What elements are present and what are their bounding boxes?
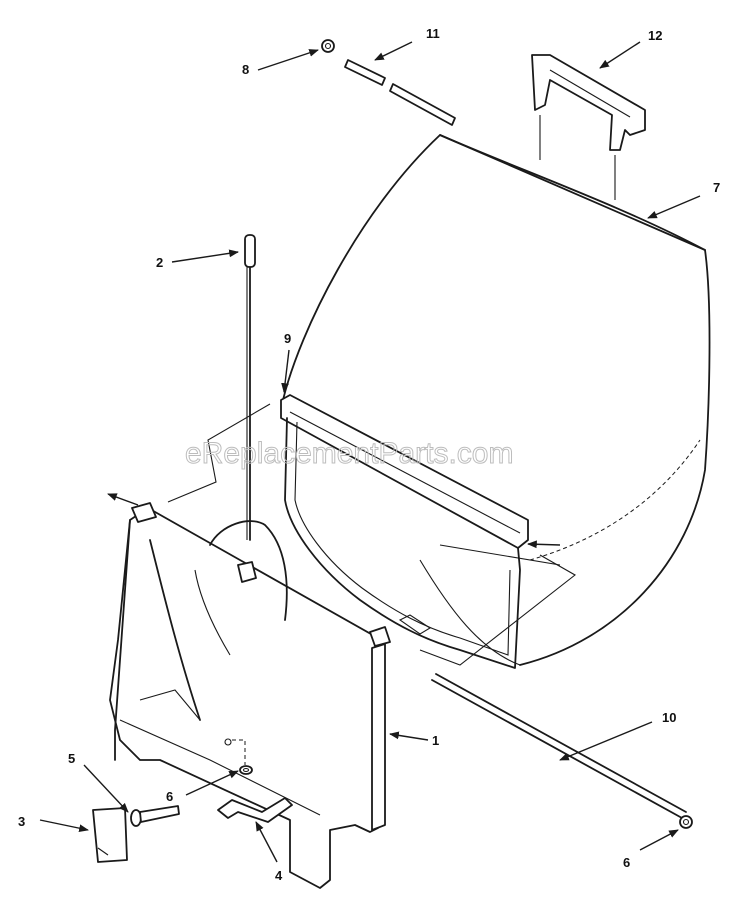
ground-outline [167,403,576,666]
callout-11: 11 [426,26,440,41]
callout-6a: 6 [166,789,173,804]
callout-8: 8 [242,62,249,77]
callout-9: 9 [284,331,291,346]
bag-frame-part-9 [280,394,529,669]
callout-6b: 6 [623,855,630,870]
grass-bag-part-7 [282,134,711,666]
decal-part-3 [92,807,128,863]
callout-12: 12 [648,28,662,43]
washer-part-6b [679,815,693,829]
callout-10: 10 [662,710,676,725]
clip-part-4 [217,797,293,823]
pins-part-11 [344,59,456,126]
bracket-part-12 [531,54,646,200]
callout-7: 7 [713,180,720,195]
callout-5: 5 [68,751,75,766]
callout-1: 1 [432,733,439,748]
assembly-lines [224,738,246,765]
watermark-text: eReplacementParts.com [185,437,513,470]
leader-lines [39,41,701,863]
rear-chute-part-1 [109,502,391,889]
bolt-part-5 [130,805,180,827]
callout-4: 4 [275,868,283,883]
callout-labels: 11 8 12 7 2 9 1 10 5 3 6 4 6 [18,26,720,883]
washer-part-6a [239,765,253,775]
callout-2: 2 [156,255,163,270]
callout-3: 3 [18,814,25,829]
rod-part-2 [244,234,256,541]
nut-part-8 [321,39,335,53]
rod-part-10 [431,673,687,819]
